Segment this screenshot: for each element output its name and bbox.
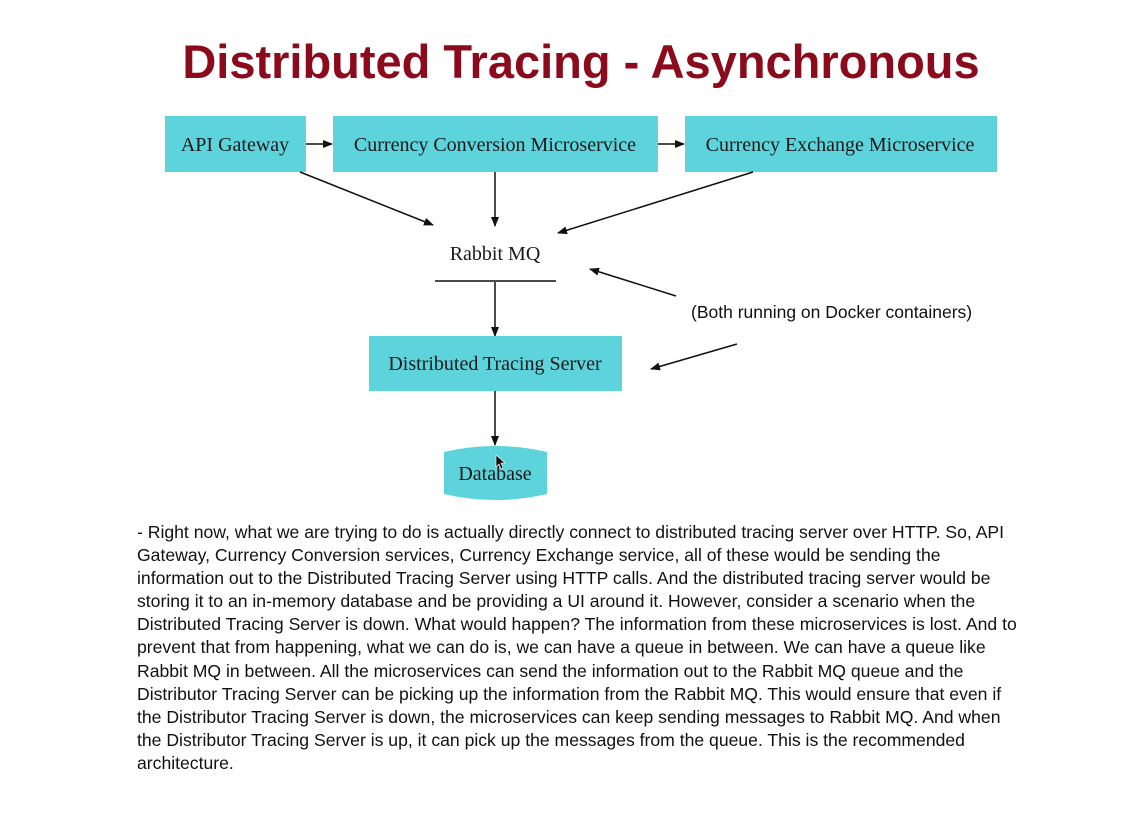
node-database: Database (444, 446, 547, 500)
node-api-gateway-label: API Gateway (181, 134, 289, 156)
description-text: - Right now, what we are trying to do is… (137, 522, 1017, 773)
node-currency-exchange: Currency Exchange Microservice (685, 116, 997, 172)
node-api-gateway: API Gateway (165, 116, 306, 172)
edge-gateway-to-rabbitmq (299, 171, 434, 226)
node-rabbit-mq: Rabbit MQ (435, 243, 556, 282)
node-currency-exchange-label: Currency Exchange Microservice (706, 134, 975, 156)
node-currency-conversion-label: Currency Conversion Microservice (354, 134, 636, 156)
node-database-label: Database (458, 463, 531, 485)
annotation-arrow-to-rabbitmq (589, 267, 677, 297)
node-currency-conversion: Currency Conversion Microservice (333, 116, 658, 172)
annotation-arrow-to-tracing-server (650, 343, 738, 371)
node-rabbit-mq-label: Rabbit MQ (450, 243, 541, 265)
slide-title: Distributed Tracing - Asynchronous (182, 35, 980, 88)
edge-exchange-to-rabbitmq (557, 171, 754, 235)
docker-annotation: (Both running on Docker containers) (691, 302, 973, 322)
node-tracing-server: Distributed Tracing Server (369, 336, 622, 391)
node-tracing-server-label: Distributed Tracing Server (388, 353, 602, 375)
mouse-cursor-icon (495, 454, 506, 470)
